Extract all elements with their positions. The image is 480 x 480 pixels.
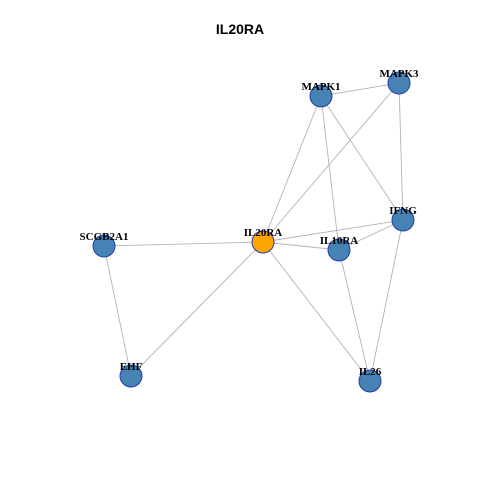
- edge-mapk1-il10ra: [320, 95, 340, 251]
- node-mapk1: [309, 84, 333, 108]
- edge-ifng-il26: [369, 219, 404, 382]
- edge-il10ra-il26: [338, 249, 371, 382]
- edge-mapk3-il20ra: [262, 82, 400, 243]
- node-label-il10ra: IL10RA: [320, 235, 359, 247]
- node-ehf: [119, 364, 143, 388]
- node-label-mapk1: MAPK1: [301, 81, 340, 93]
- edge-mapk1-il20ra: [262, 95, 322, 243]
- edge-mapk1-ifng: [320, 95, 404, 221]
- edge-mapk3-ifng: [398, 82, 404, 221]
- node-mapk3: [387, 71, 411, 95]
- node-layer: [92, 71, 415, 393]
- edge-scgb2a1-ehf: [103, 245, 132, 377]
- edge-mapk1-mapk3: [320, 82, 400, 97]
- node-label-ehf: EHF: [120, 361, 143, 373]
- edge-ifng-il10ra: [338, 219, 404, 251]
- edge-layer: [103, 82, 404, 382]
- edge-il20ra-scgb2a1: [103, 241, 264, 247]
- node-label-ifng: IFNG: [389, 205, 417, 217]
- edge-il20ra-il10ra: [262, 241, 340, 251]
- node-scgb2a1: [92, 234, 116, 258]
- edge-il20ra-il26: [262, 241, 371, 382]
- edge-il20ra-ehf: [130, 241, 264, 377]
- node-il20ra: [251, 230, 275, 254]
- edge-ifng-il20ra: [262, 219, 404, 243]
- node-il10ra: [327, 238, 351, 262]
- figure-title: IL20RA: [215, 21, 265, 37]
- node-label-scgb2a1: SCGB2A1: [80, 231, 129, 243]
- node-ifng: [391, 208, 415, 232]
- node-label-mapk3: MAPK3: [379, 68, 419, 80]
- node-label-il26: IL26: [359, 366, 382, 378]
- node-label-il20ra: IL20RA: [244, 227, 283, 239]
- node-il26: [358, 369, 382, 393]
